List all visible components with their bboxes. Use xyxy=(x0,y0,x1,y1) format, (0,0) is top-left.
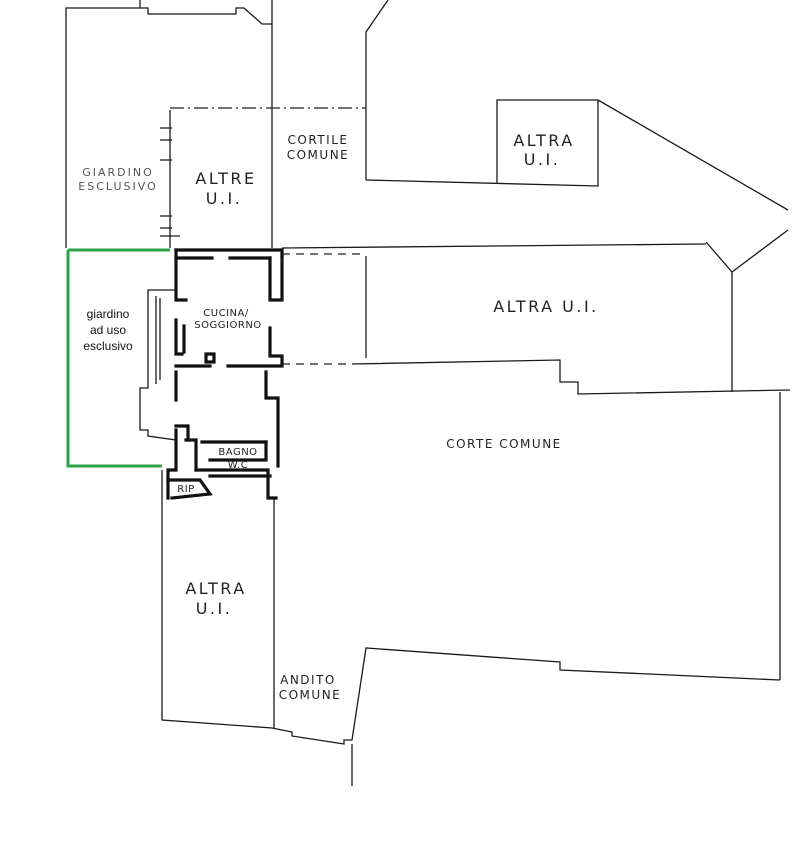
label-giardino-uso-3: esclusivo xyxy=(83,339,133,353)
label-giardino-esclusivo-1: GIARDINO xyxy=(82,166,154,179)
label-rip: RIP xyxy=(177,484,194,495)
label-andito-comune-2: COMUNE xyxy=(279,688,342,702)
label-altra-ui-top-1: ALTRA xyxy=(513,131,574,150)
label-giardino-uso-1: giardino xyxy=(87,307,130,321)
outer-walls xyxy=(65,0,791,786)
apartment-walls xyxy=(166,248,284,500)
label-cucina-soggiorno-2: SOGGIORNO xyxy=(194,320,261,331)
label-altra-ui-top-2: U.I. xyxy=(524,150,561,169)
label-altre-ui-2: U.I. xyxy=(206,189,243,208)
room-labels: GIARDINO ESCLUSIVO ALTRE U.I. CORTILE CO… xyxy=(78,131,599,702)
exclusive-garden-highlight xyxy=(66,248,170,468)
label-giardino-uso-2: ad uso xyxy=(90,323,126,337)
label-cortile-comune-2: COMUNE xyxy=(287,148,350,162)
label-altre-ui-1: ALTRE xyxy=(195,169,256,188)
label-cucina-soggiorno-1: CUCINA/ xyxy=(203,308,249,319)
boundary-lines xyxy=(170,107,366,365)
label-giardino-esclusivo-2: ESCLUSIVO xyxy=(78,180,157,193)
label-bagno-2: W.C xyxy=(228,460,248,471)
label-corte-comune: CORTE COMUNE xyxy=(446,437,562,451)
label-bagno-1: BAGNO xyxy=(218,447,257,458)
label-altra-ui-right: ALTRA U.I. xyxy=(493,297,599,316)
label-altra-ui-bottom-2: U.I. xyxy=(196,599,233,618)
terrace-outline xyxy=(139,289,177,441)
label-cortile-comune-1: CORTILE xyxy=(288,133,349,147)
label-altra-ui-bottom-1: ALTRA xyxy=(185,579,246,598)
label-andito-comune-1: ANDITO xyxy=(280,673,336,687)
